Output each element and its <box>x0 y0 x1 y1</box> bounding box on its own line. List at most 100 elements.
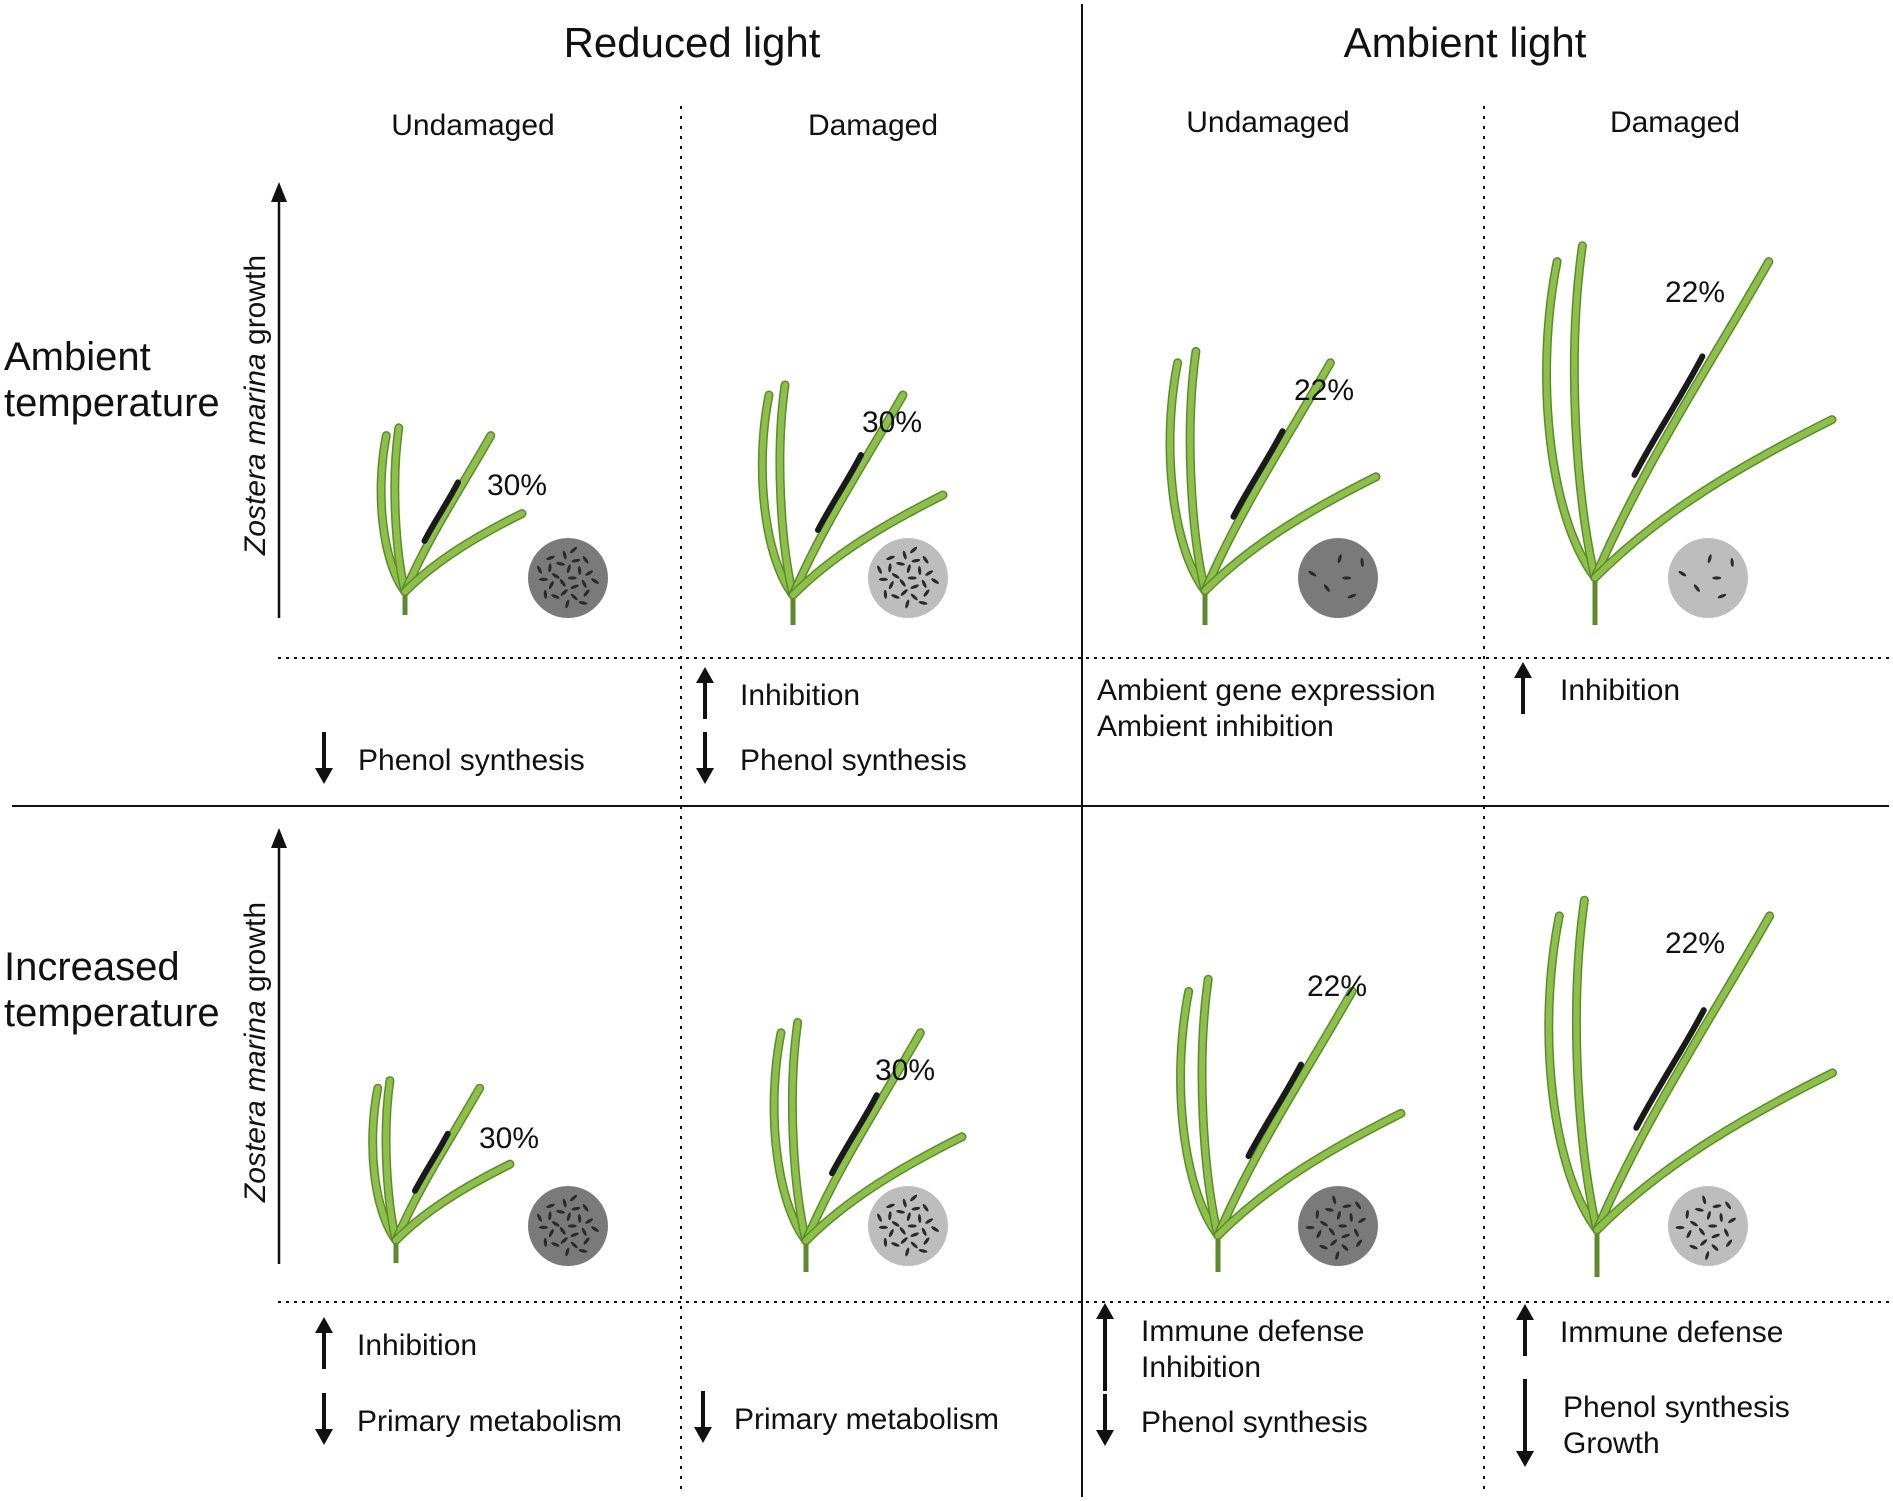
leaf-right <box>402 510 525 595</box>
pathogen-disc <box>528 538 608 618</box>
pathogen-cell <box>578 1249 588 1253</box>
pathogen-cell <box>1353 1228 1359 1237</box>
pathogen-cell <box>922 556 929 564</box>
pathogen-cell <box>923 589 930 597</box>
pathogen-cell <box>571 1206 581 1211</box>
effect-item: Phenol synthesis <box>315 732 585 784</box>
pathogen-cell <box>910 1194 918 1202</box>
pathogen-cell <box>902 550 907 560</box>
pathogen-cell <box>918 601 928 605</box>
pathogen-cell <box>546 555 555 561</box>
leaf-left-inner <box>1573 897 1600 1233</box>
pathogen-cell <box>1685 1209 1689 1219</box>
pathogen-cell <box>923 1237 930 1245</box>
pathogen-cell <box>570 1241 578 1249</box>
header-reduced-light: Reduced light <box>564 19 821 66</box>
arrow-down-icon <box>1516 1379 1534 1467</box>
damage-percent-label: 30% <box>479 1122 539 1155</box>
damage-percent-label: 30% <box>487 469 547 502</box>
pathogen-cell <box>877 565 882 574</box>
leaf-damaged <box>1592 258 1772 581</box>
leaf-damaged <box>1202 359 1334 594</box>
effect-label: Ambient inhibition <box>1097 710 1334 743</box>
effect-item: Phenol synthesis <box>696 732 967 784</box>
pathogen-cell <box>888 563 892 573</box>
effect-label: Primary metabolism <box>357 1405 622 1438</box>
effect-label: Phenol synthesis <box>1563 1391 1790 1424</box>
effect-item: Inhibition <box>1514 662 1680 714</box>
leaf-left <box>1177 988 1221 1239</box>
pathogen-cell <box>891 1242 900 1247</box>
pathogen-cell <box>560 1237 568 1244</box>
pathogen-cell <box>931 1226 939 1232</box>
pathogen-cell <box>548 1211 552 1221</box>
effect-item: Primary metabolism <box>694 1391 999 1443</box>
effect-label: Inhibition <box>1141 1351 1261 1384</box>
pathogen-cell <box>537 565 542 574</box>
pathogen-cell <box>917 566 922 575</box>
effect-item: Immune defense <box>1516 1304 1783 1356</box>
effect-label: Ambient gene expression <box>1097 674 1436 707</box>
effect-item: Phenol synthesis <box>1096 1394 1368 1446</box>
disc-background <box>1668 538 1748 618</box>
pathogen-cell <box>551 1242 560 1247</box>
pathogen-cell <box>886 1203 895 1209</box>
pathogen-cell <box>1316 1230 1322 1239</box>
pathogen-cell <box>591 1226 599 1232</box>
pathogen-cell <box>577 566 582 575</box>
pathogen-cell <box>1705 1251 1710 1260</box>
pathogen-cell <box>1678 570 1687 577</box>
damage-percent-label: 22% <box>1307 970 1367 1003</box>
arrow-down-icon <box>694 1391 712 1443</box>
pathogen-cell <box>1336 1211 1341 1220</box>
pathogen-cell <box>546 1203 555 1209</box>
pathogen-cell <box>570 584 579 589</box>
damage-percent-label: 22% <box>1665 927 1725 960</box>
pathogen-cell <box>1726 1239 1733 1247</box>
header-ambient-light: Ambient light <box>1344 19 1587 66</box>
header-damaged-reduced: Damaged <box>808 109 938 142</box>
pathogen-cell <box>1693 584 1700 592</box>
effect-label: Phenol synthesis <box>1141 1406 1368 1439</box>
pathogen-cell <box>925 1218 934 1224</box>
leaf-left-inner <box>776 382 796 598</box>
header-undamaged-ambient: Undamaged <box>1186 106 1349 139</box>
leaf-left-inner <box>1571 242 1598 581</box>
pathogen-cell <box>538 1225 548 1230</box>
arrow-down-icon <box>1096 1394 1114 1446</box>
pathogen-cell <box>570 1194 578 1202</box>
pathogen-cell <box>921 579 927 588</box>
pathogen-cell <box>562 550 567 560</box>
pathogen-cell <box>1711 1233 1720 1239</box>
damage-percent-label: 30% <box>862 406 922 439</box>
damaged-leaf-section <box>1633 1007 1707 1131</box>
growth-axis-label: Zostera marina growth <box>239 902 272 1203</box>
leaf-right <box>803 1133 965 1244</box>
seagrass-plant: 22% <box>1542 241 1837 625</box>
pathogen-cell <box>571 558 581 563</box>
pathogen-cell <box>905 599 910 609</box>
seagrass-plant: 30% <box>368 1076 608 1266</box>
row-label-increased-line1: Increased <box>4 945 180 989</box>
pathogen-cell <box>559 579 566 587</box>
pathogen-cell <box>888 1229 894 1238</box>
leaf-left <box>1543 258 1598 581</box>
pathogen-cell <box>896 562 905 566</box>
pathogen-cell <box>891 594 900 599</box>
leaf-left-inner <box>1187 348 1208 594</box>
pathogen-cell <box>538 577 548 582</box>
arrow-down-icon <box>315 732 333 784</box>
leaf-damaged <box>1215 988 1356 1239</box>
arrow-up-icon <box>1516 1304 1534 1356</box>
pathogen-cell <box>1320 1220 1328 1227</box>
pathogen-cell <box>583 1237 590 1245</box>
pathogen-cell <box>1712 1204 1722 1208</box>
pathogen-cell <box>1349 1213 1353 1222</box>
pathogen-cell <box>1700 1239 1708 1246</box>
leaf-left <box>1167 359 1208 594</box>
pathogen-cell <box>570 546 578 554</box>
pathogen-cell <box>1698 1227 1705 1236</box>
pathogen-cell <box>560 589 568 596</box>
